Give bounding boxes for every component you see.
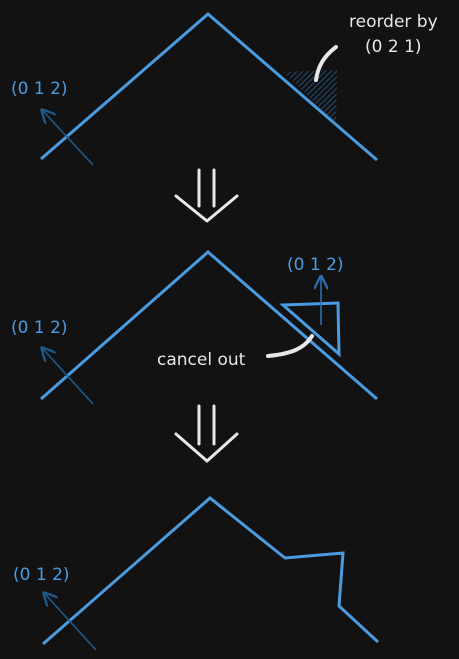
annotation-pointer bbox=[314, 45, 338, 82]
down-arrow-2 bbox=[174, 404, 239, 463]
normal-label: (0 1 2) bbox=[11, 79, 68, 99]
annotation-reorder-line2: (0 2 1) bbox=[365, 37, 422, 57]
annotation-pointer bbox=[266, 334, 314, 358]
flipped-triangle bbox=[279, 301, 341, 358]
normal-arrow bbox=[43, 349, 94, 405]
normal-arrow bbox=[43, 111, 94, 166]
panel-1: (0 1 2) reorder by (0 2 1) bbox=[11, 12, 438, 166]
panel-3: (0 1 2) bbox=[13, 496, 380, 651]
modified-roof-edge bbox=[42, 496, 380, 646]
roof-edge bbox=[40, 250, 378, 401]
annotation-reorder-line1: reorder by bbox=[349, 12, 438, 32]
hatched-region bbox=[284, 70, 337, 124]
down-arrow-1 bbox=[174, 168, 239, 223]
normal-label: (0 1 2) bbox=[13, 565, 70, 585]
roof-edge bbox=[40, 12, 378, 162]
annotation-cancel-out: cancel out bbox=[157, 350, 246, 370]
normal-label: (0 1 2) bbox=[11, 318, 68, 338]
panel-2: (0 1 2) (0 1 2) cancel out bbox=[11, 250, 378, 405]
flip-normal-label: (0 1 2) bbox=[287, 255, 344, 275]
normal-arrow bbox=[45, 594, 97, 651]
